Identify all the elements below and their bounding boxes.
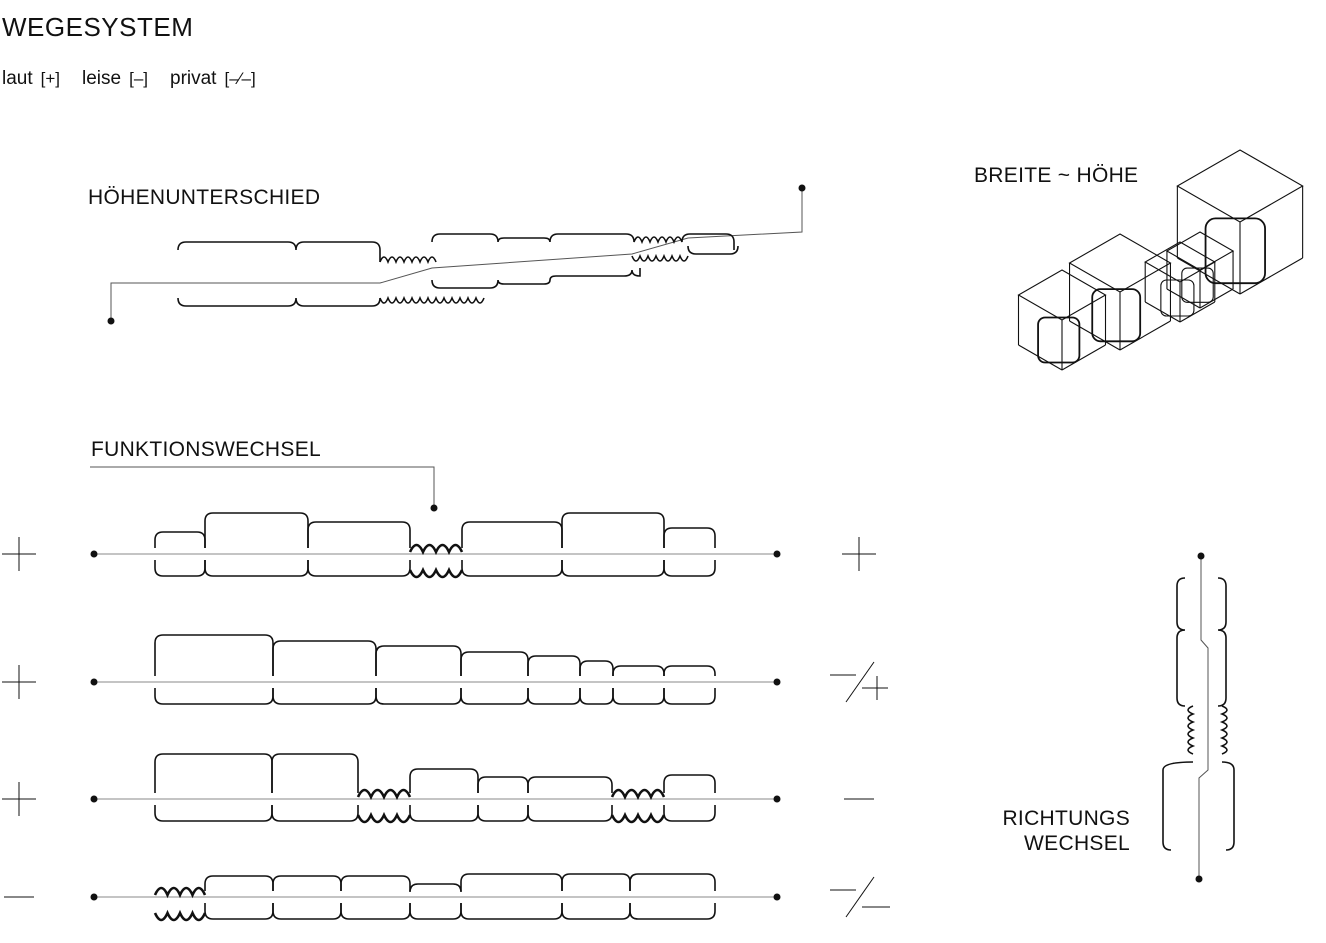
- label-breite-hoehe: BREITE ~ HÖHE: [974, 164, 1139, 187]
- path-row-3: [2, 753, 874, 824]
- legend: laut[+] leise[–] privat[–⁄–]: [2, 68, 256, 90]
- breite-hoehe-cubes: [1017, 149, 1304, 371]
- minus-icon: [–]: [129, 69, 148, 88]
- path-row-1: [2, 512, 876, 579]
- label-funktionswechsel: FUNKTIONSWECHSEL: [91, 438, 321, 461]
- richtungswechsel-path: [1162, 552, 1235, 883]
- cube: [1068, 233, 1172, 351]
- cube: [1144, 241, 1216, 323]
- legend-item-laut: laut[+]: [2, 68, 61, 89]
- path-row-2: [2, 634, 888, 705]
- plus-icon: [+]: [40, 69, 61, 88]
- hoehenunterschied-path: [107, 184, 806, 325]
- cube: [1176, 149, 1304, 295]
- legend-item-leise: leise[–]: [82, 68, 148, 89]
- private-icon: [–⁄–]: [224, 69, 256, 88]
- funktionswechsel-callout: [90, 466, 435, 508]
- page-title: WEGESYSTEM: [2, 12, 194, 42]
- cube: [1165, 231, 1235, 309]
- label-richtungswechsel: RICHTUNGS WECHSEL: [1002, 807, 1130, 855]
- label-hoehenunterschied: HÖHENUNTERSCHIED: [88, 186, 321, 209]
- path-row-4: [4, 873, 890, 922]
- cube: [1017, 269, 1107, 371]
- funktionswechsel-rows: [2, 512, 890, 922]
- callout-dot: [430, 504, 438, 512]
- legend-item-privat: privat[–⁄–]: [170, 68, 256, 89]
